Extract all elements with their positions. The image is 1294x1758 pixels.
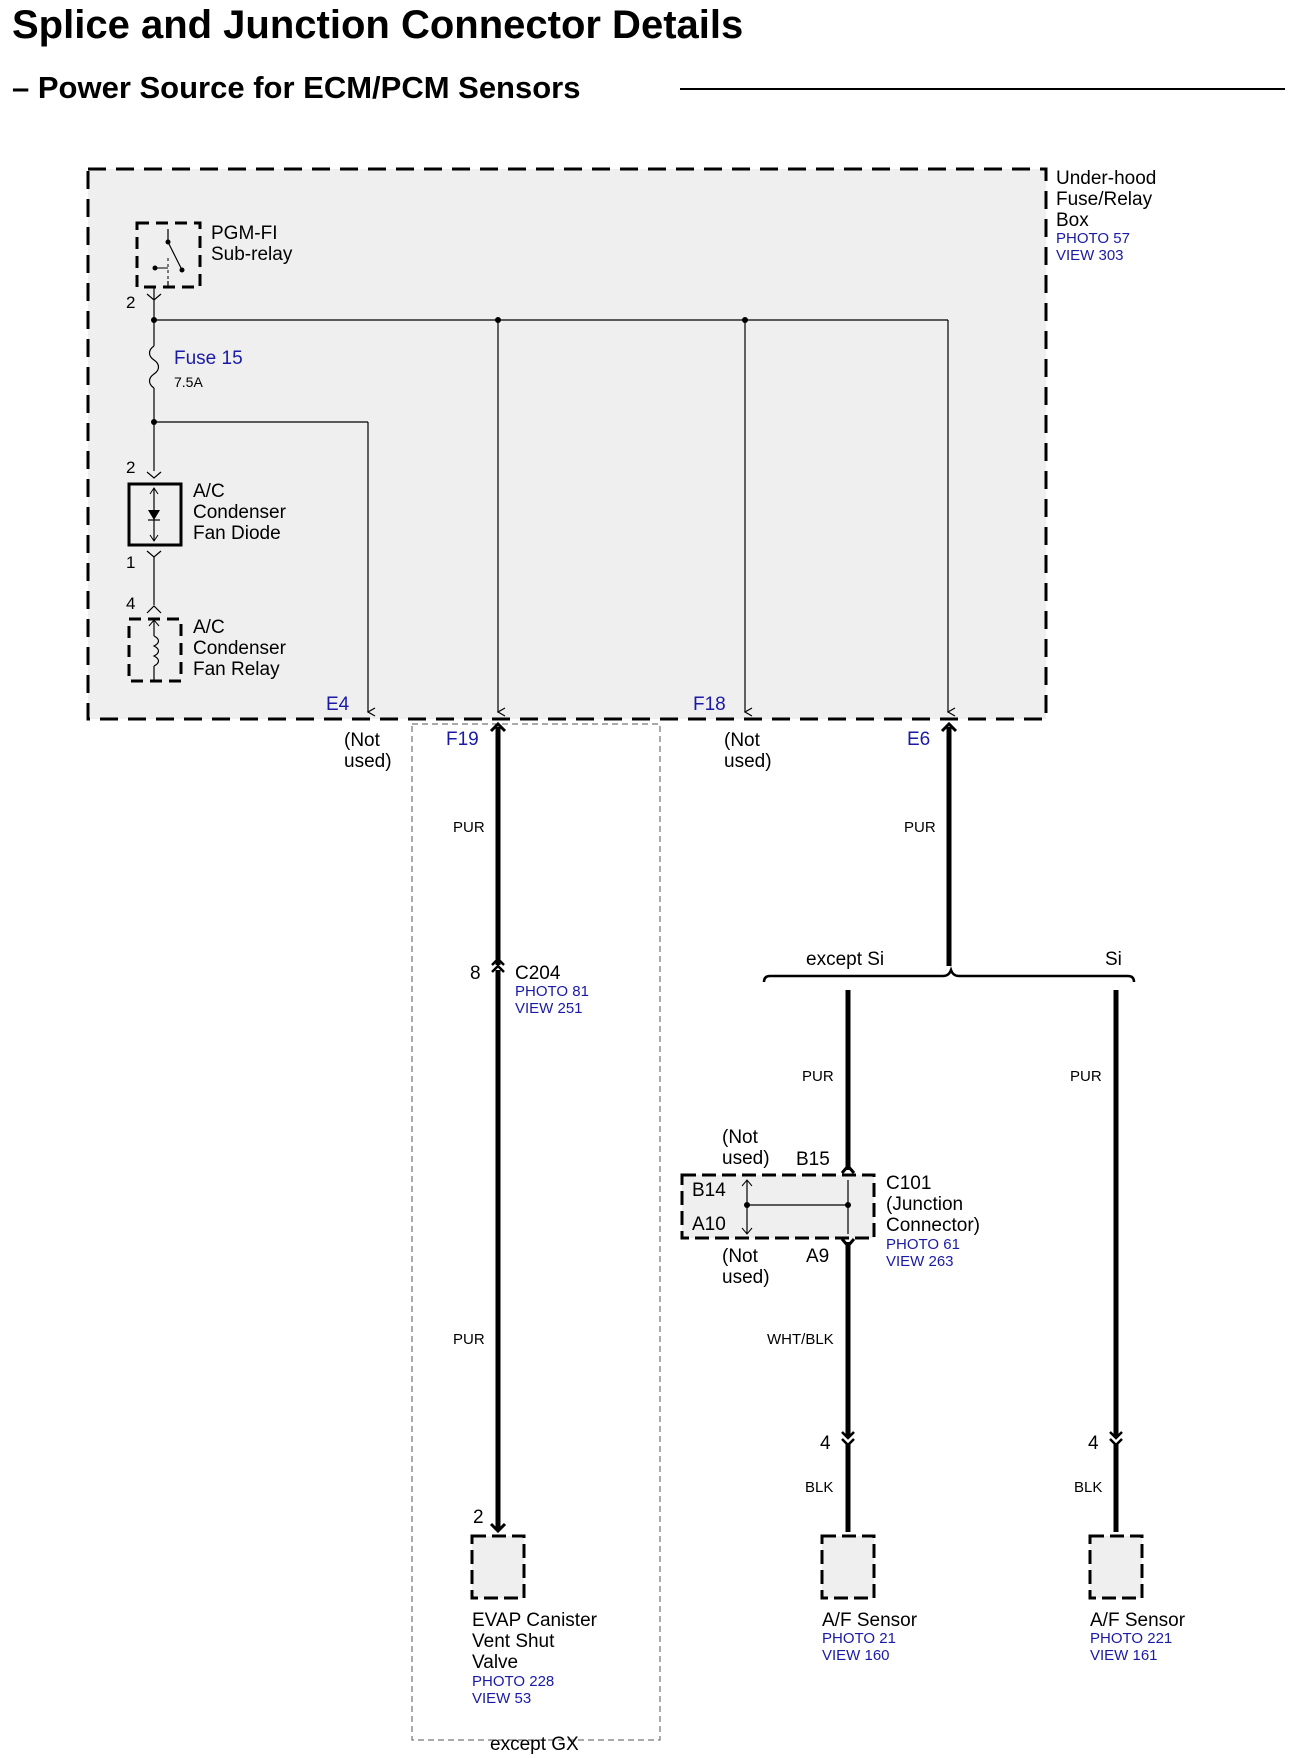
except-gx-label: except GX: [490, 1734, 579, 1755]
variant-si: Si: [1105, 949, 1122, 970]
fan-relay-box: [127, 617, 183, 683]
fuse-icon: [148, 345, 160, 389]
evap-pin: 2: [473, 1507, 484, 1528]
evap-photo[interactable]: PHOTO 228: [472, 1673, 554, 1690]
af1-wire-color: BLK: [805, 1479, 833, 1496]
a10-not-used-line2: used): [722, 1267, 770, 1288]
page-subtitle: – Power Source for ECM/PCM Sensors: [12, 70, 580, 105]
c204-photo[interactable]: PHOTO 81: [515, 983, 589, 1000]
b14-not-used-line2: used): [722, 1148, 770, 1169]
diode-label-line3: Fan Diode: [193, 523, 281, 544]
fuse-box-view[interactable]: VIEW 303: [1056, 247, 1124, 264]
fuse-box-label-line2: Fuse/Relay: [1056, 189, 1153, 210]
terminal-e4: E4: [326, 694, 350, 715]
a10-not-used-line1: (Not: [722, 1246, 759, 1267]
f19-wire: [489, 721, 507, 1534]
fan-relay-pin: 4: [126, 594, 135, 613]
af-sensor-1-photo[interactable]: PHOTO 21: [822, 1630, 896, 1647]
c101-pin-b15: B15: [796, 1149, 830, 1170]
evap-view[interactable]: VIEW 53: [472, 1690, 531, 1707]
c101-label-line1: C101: [886, 1173, 931, 1194]
page-title: Splice and Junction Connector Details: [12, 3, 743, 47]
fuse-box-label-line1: Under-hood: [1056, 168, 1156, 189]
e6-wire: [762, 721, 1136, 983]
internal-bus-wires: [146, 287, 956, 717]
diode-box: [127, 482, 183, 547]
fan-relay-label-line2: Condenser: [193, 638, 287, 659]
c101-photo[interactable]: PHOTO 61: [886, 1236, 960, 1253]
fuse-label: Fuse 15: [174, 348, 243, 369]
terminal-f19: F19: [446, 729, 479, 750]
c204-name: C204: [515, 963, 561, 984]
c101-label-line2: (Junction: [886, 1194, 963, 1215]
evap-label-line2: Vent Shut: [472, 1631, 555, 1652]
c101-connector-box: [680, 1173, 876, 1240]
c101-pin-a9: A9: [806, 1246, 829, 1267]
evap-connector-box: [470, 1534, 526, 1600]
diode-label-line1: A/C: [193, 481, 225, 502]
fuse-relay-box: [86, 167, 1048, 721]
subrelay-pin: 2: [126, 293, 135, 312]
relay-switch-icon: [152, 229, 185, 287]
terminal-f18: F18: [693, 694, 726, 715]
relay-coil-icon: [148, 619, 160, 680]
evap-label-line1: EVAP Canister: [472, 1610, 598, 1631]
fan-relay-label-line3: Fan Relay: [193, 659, 280, 680]
fuse-box-photo[interactable]: PHOTO 57: [1056, 230, 1130, 247]
c101-label-line3: Connector): [886, 1215, 980, 1236]
except-si-wire-color: PUR: [802, 1068, 834, 1085]
e4-not-used-line1: (Not: [344, 730, 381, 751]
si-wire: [1109, 990, 1123, 1532]
af-sensor-1-name: A/F Sensor: [822, 1610, 918, 1631]
terminal-e6: E6: [907, 729, 930, 750]
b14-not-used-line1: (Not: [722, 1127, 759, 1148]
c204-view[interactable]: VIEW 251: [515, 1000, 583, 1017]
af-sensor-1-view[interactable]: VIEW 160: [822, 1647, 890, 1664]
af-sensor-2-box: [1088, 1534, 1144, 1600]
subrelay-label-line2: Sub-relay: [211, 244, 293, 265]
fuse-box-label-line3: Box: [1056, 210, 1089, 231]
af-sensor-2-view[interactable]: VIEW 161: [1090, 1647, 1158, 1664]
diode-label-line2: Condenser: [193, 502, 287, 523]
af-sensor-2-photo[interactable]: PHOTO 221: [1090, 1630, 1172, 1647]
af-sensor-2-name: A/F Sensor: [1090, 1610, 1186, 1631]
diode-pin-top: 2: [126, 458, 135, 477]
evap-label-line3: Valve: [472, 1652, 518, 1673]
e6-wire-color: PUR: [904, 819, 936, 836]
variant-except-si: except Si: [806, 949, 884, 970]
c204-pin: 8: [470, 963, 481, 984]
subrelay-label-line1: PGM-FI: [211, 223, 278, 244]
diode-icon: [148, 487, 160, 542]
af-sensor-1-box: [820, 1534, 876, 1600]
af2-pin: 4: [1088, 1433, 1099, 1454]
c101-pin-a10: A10: [692, 1214, 726, 1235]
e4-not-used-line2: used): [344, 751, 392, 772]
af2-wire-color: BLK: [1074, 1479, 1102, 1496]
si-wire-color: PUR: [1070, 1068, 1102, 1085]
fuse-rating: 7.5A: [174, 374, 203, 390]
fan-relay-label-line1: A/C: [193, 617, 225, 638]
except-gx-region: [411, 723, 661, 1741]
f19-wire-color-upper: PUR: [453, 819, 485, 836]
f19-wire-color-lower: PUR: [453, 1331, 485, 1348]
c101-internal-wiring: [741, 1179, 851, 1235]
f18-not-used-line2: used): [724, 751, 772, 772]
a9-wire-color: WHT/BLK: [767, 1331, 834, 1348]
af1-pin: 4: [820, 1433, 831, 1454]
c101-view[interactable]: VIEW 263: [886, 1253, 954, 1270]
f18-not-used-line1: (Not: [724, 730, 761, 751]
diode-pin-bottom: 1: [126, 553, 135, 572]
except-si-wire: [840, 990, 856, 1532]
c101-pin-b14: B14: [692, 1180, 726, 1201]
